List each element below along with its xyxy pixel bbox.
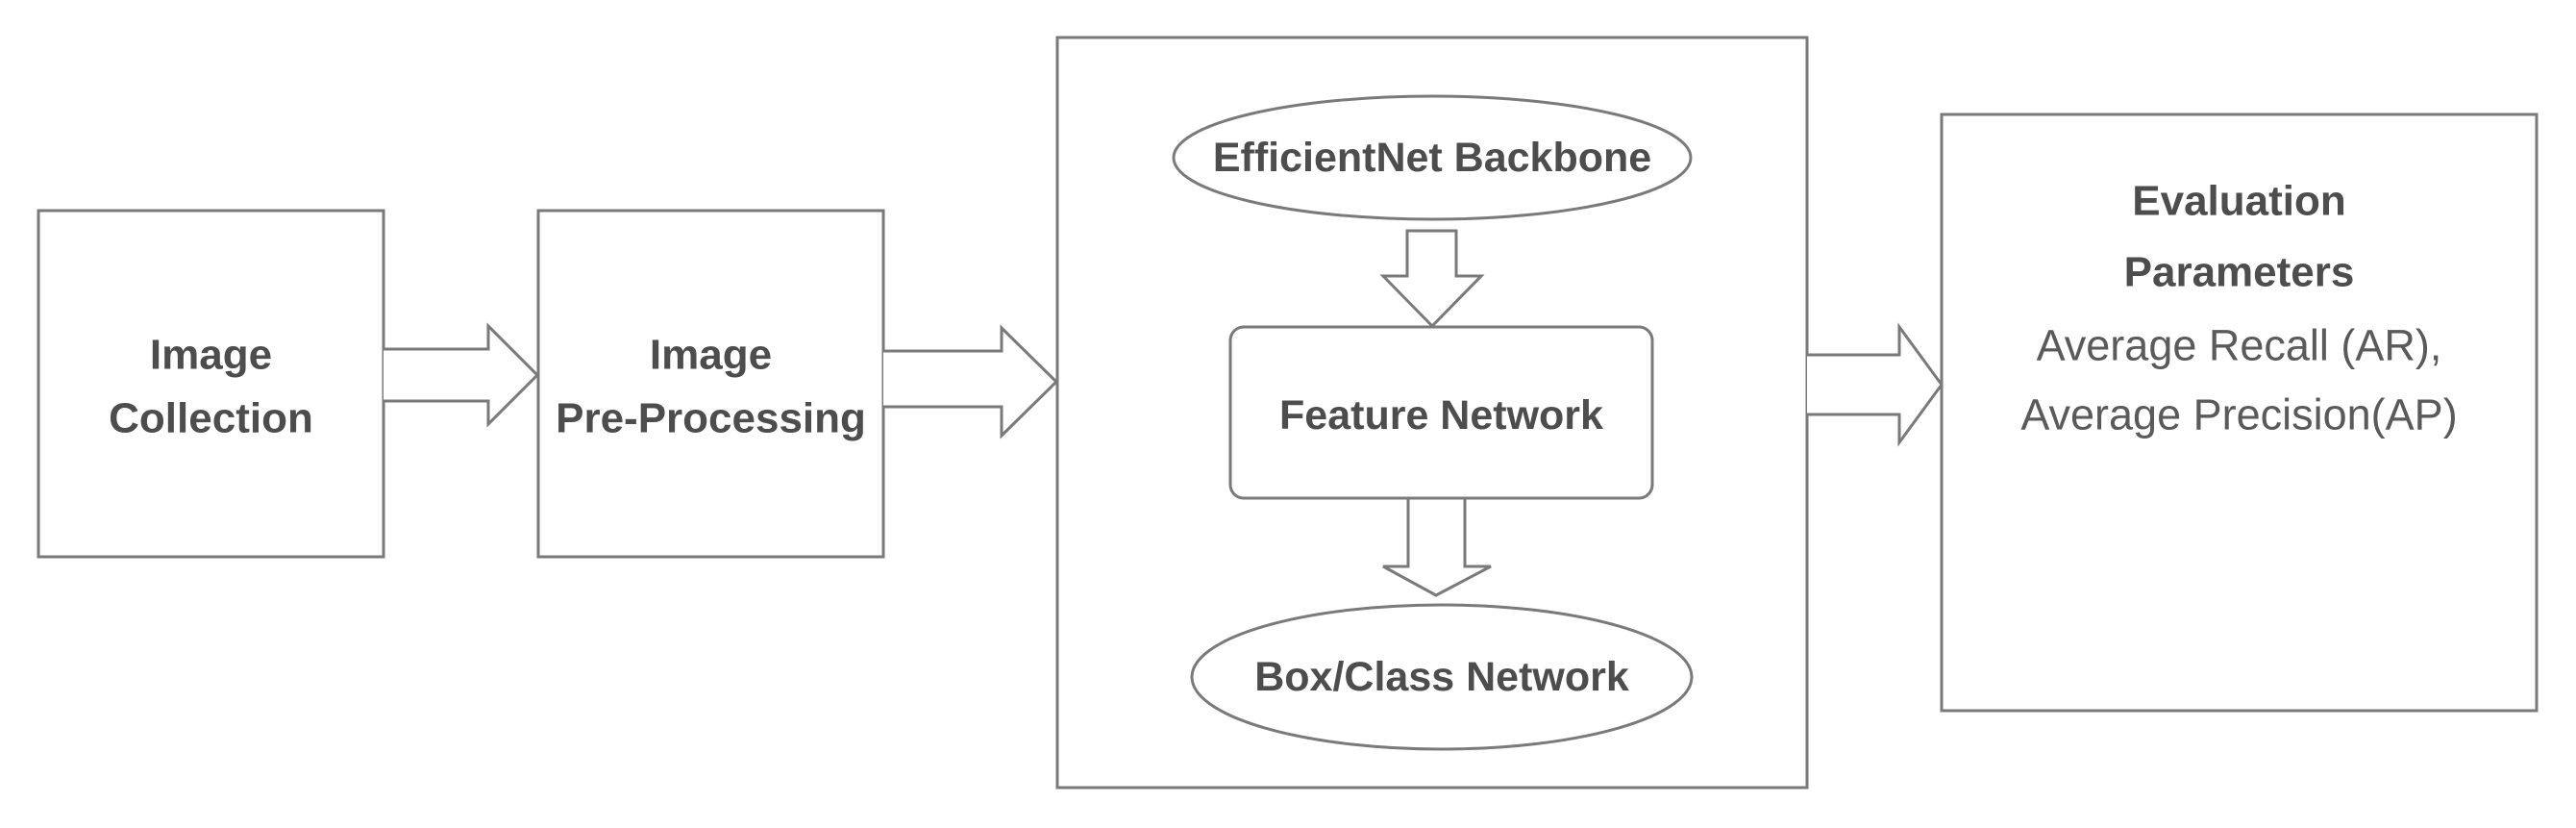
image-collection-label-line2: Collection bbox=[109, 395, 313, 442]
evaluation-title-line2: Parameters bbox=[2124, 249, 2355, 296]
arrow-model-to-evaluation bbox=[1807, 322, 1944, 447]
image-preprocessing-label-line2: Pre-Processing bbox=[556, 395, 866, 442]
image-preprocessing-box bbox=[536, 209, 885, 559]
box-class-network-ellipse bbox=[1190, 603, 1694, 751]
model-block: EfficientNet Backbone Feature Network Bo… bbox=[1055, 36, 1809, 790]
box-class-network-label: Box/Class Network bbox=[1254, 654, 1629, 700]
arrow-collection-to-preprocessing bbox=[384, 322, 540, 428]
image-preprocessing-label-line1: Image bbox=[650, 332, 772, 379]
evaluation-block: Evaluation Parameters Average Recall (AR… bbox=[1940, 113, 2539, 713]
evaluation-box bbox=[1940, 113, 2539, 713]
image-collection-label-line1: Image bbox=[150, 332, 272, 379]
feature-network-label: Feature Network bbox=[1279, 392, 1603, 439]
evaluation-metric-precision: Average Precision(AP) bbox=[2020, 390, 2457, 439]
arrow-preprocessing-to-model bbox=[883, 324, 1059, 439]
efficientnet-backbone-label: EfficientNet Backbone bbox=[1213, 135, 1651, 181]
evaluation-title-line1: Evaluation bbox=[2132, 178, 2346, 225]
efficientnet-backbone-ellipse bbox=[1172, 94, 1693, 221]
image-preprocessing-block: Image Pre-Processing bbox=[536, 209, 885, 559]
arrow-backbone-to-feature bbox=[1379, 229, 1485, 329]
evaluation-metric-recall: Average Recall (AR), bbox=[2037, 321, 2442, 370]
image-collection-block: Image Collection bbox=[37, 209, 385, 559]
image-collection-box bbox=[37, 209, 385, 559]
arrow-feature-to-boxclass bbox=[1382, 496, 1492, 597]
